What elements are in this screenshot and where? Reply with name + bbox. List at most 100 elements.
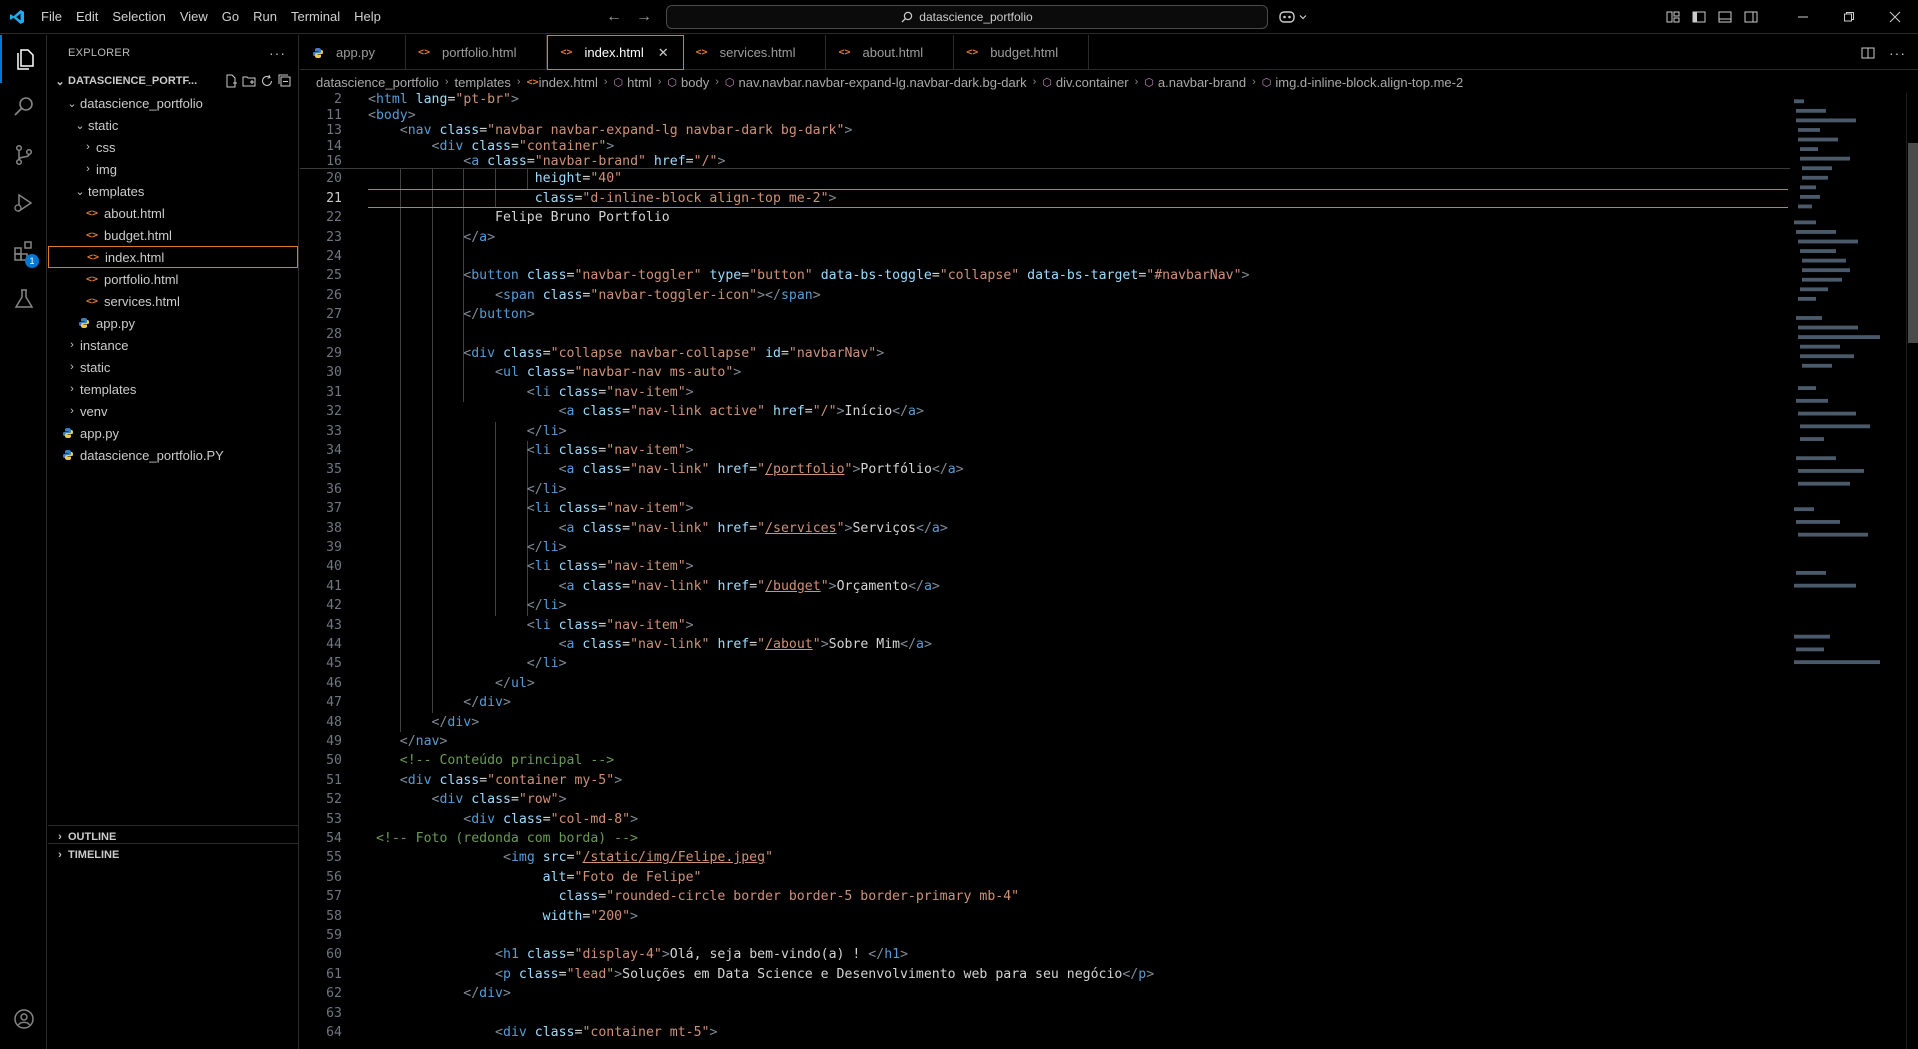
code-token: </ xyxy=(463,229,480,245)
code-token xyxy=(368,307,463,322)
menu-terminal[interactable]: Terminal xyxy=(291,8,341,24)
new-file-icon[interactable] xyxy=(224,74,238,88)
breadcrumb-item[interactable]: nav.navbar.navbar-expand-lg.navbar-dark.… xyxy=(738,74,1027,90)
new-folder-icon[interactable] xyxy=(242,74,256,88)
tab-about-html[interactable]: <>about.html xyxy=(826,35,955,70)
tab-index-html[interactable]: <>index.html✕ xyxy=(547,35,684,70)
symbol-element-icon: ⬡ xyxy=(1042,76,1052,89)
refresh-icon[interactable] xyxy=(260,74,274,88)
menu-file[interactable]: File xyxy=(41,8,62,24)
outline-section[interactable]: › OUTLINE xyxy=(48,825,299,847)
code-token: "navbar navbar-expand-lg navbar-dark bg-… xyxy=(487,123,845,138)
tree-item-label: about.html xyxy=(104,205,165,221)
more-actions-icon[interactable]: ··· xyxy=(1889,44,1906,61)
accounts-activity[interactable] xyxy=(0,995,47,1043)
code-token: alt xyxy=(542,869,567,885)
breadcrumb-item[interactable]: html xyxy=(627,74,652,90)
code-text: </li> xyxy=(368,480,567,499)
code-token: a xyxy=(947,462,956,478)
menu-view[interactable]: View xyxy=(179,8,208,24)
code-token: button xyxy=(479,307,527,323)
menu-go[interactable]: Go xyxy=(221,8,240,24)
code-token: > xyxy=(487,229,496,245)
close-window-button[interactable] xyxy=(1872,0,1918,34)
folder-item[interactable]: ›css xyxy=(48,136,298,158)
outline-label: OUTLINE xyxy=(68,830,117,843)
tab-portfolio-html[interactable]: <>portfolio.html xyxy=(406,35,548,70)
breadcrumb-item[interactable]: a.navbar-brand xyxy=(1157,74,1247,90)
menu-help[interactable]: Help xyxy=(354,8,381,24)
file-item[interactable]: <>about.html xyxy=(48,202,298,224)
collapse-all-icon[interactable] xyxy=(278,74,292,88)
toggle-sidebar-icon[interactable] xyxy=(1686,0,1712,34)
code-editor[interactable]: 19 width="40"20 height="40"21 class="d-i… xyxy=(300,93,1918,1049)
run-debug-activity[interactable] xyxy=(0,179,47,227)
extensions-badge: 1 xyxy=(25,254,39,268)
breadcrumb-item[interactable]: div.container xyxy=(1055,74,1129,90)
extensions-activity[interactable]: 1 xyxy=(0,227,47,275)
code-token: "/" xyxy=(812,404,837,420)
workspace-root[interactable]: ⌄ DATASCIENCE_PORTF... xyxy=(48,70,298,92)
breadcrumb-item[interactable]: img.d-inline-block.align-top.me-2 xyxy=(1275,74,1464,90)
folder-item[interactable]: ⌄datascience_portfolio xyxy=(48,92,298,114)
code-token: li xyxy=(542,540,559,555)
tab-app-py[interactable]: app.py xyxy=(300,35,407,70)
menu-run[interactable]: Run xyxy=(253,8,277,24)
folder-item[interactable]: ›instance xyxy=(48,334,298,356)
more-actions-icon[interactable]: ··· xyxy=(269,44,286,61)
explorer-actions xyxy=(224,74,298,88)
file-item[interactable]: app.py xyxy=(48,422,298,444)
command-center[interactable]: datascience_portfolio xyxy=(666,5,1268,29)
folder-item[interactable]: ›img xyxy=(48,158,298,180)
code-line: 34 <li class="nav-item"> xyxy=(300,441,1790,460)
folder-item[interactable]: ›static xyxy=(48,356,298,378)
back-arrow-icon[interactable]: ← xyxy=(606,8,622,25)
customize-layout-icon[interactable] xyxy=(1660,0,1686,34)
code-token: " xyxy=(574,850,583,866)
code-token: src xyxy=(542,850,567,866)
menu-edit[interactable]: Edit xyxy=(75,8,99,24)
explorer-activity[interactable] xyxy=(0,35,47,83)
restore-button[interactable] xyxy=(1826,0,1872,34)
breadcrumb-item[interactable]: index.html xyxy=(538,74,598,90)
tab-services-html[interactable]: <>services.html xyxy=(684,35,827,70)
copilot-button[interactable] xyxy=(1278,0,1308,34)
file-item[interactable]: <>index.html xyxy=(48,246,298,268)
folder-item[interactable]: ⌄static xyxy=(48,114,298,136)
breadcrumb-item[interactable]: datascience_portfolio xyxy=(316,74,439,90)
code-text: <a class="nav-link" href="/services">Ser… xyxy=(368,519,948,538)
file-item[interactable]: <>portfolio.html xyxy=(48,268,298,290)
forward-arrow-icon[interactable]: → xyxy=(636,8,652,25)
folder-item[interactable]: ›venv xyxy=(48,400,298,422)
folder-item[interactable]: ⌄templates xyxy=(48,180,298,202)
tab-budget-html[interactable]: <>budget.html xyxy=(954,35,1090,70)
split-editor-icon[interactable] xyxy=(1861,46,1875,60)
breadcrumb-item[interactable]: body xyxy=(681,74,710,90)
testing-activity[interactable] xyxy=(0,275,47,323)
file-item[interactable]: <>budget.html xyxy=(48,224,298,246)
folder-item[interactable]: ›templates xyxy=(48,378,298,400)
code-token xyxy=(519,268,527,283)
timeline-section[interactable]: › TIMELINE xyxy=(48,843,299,865)
close-icon[interactable]: ✕ xyxy=(657,44,669,60)
menu-selection[interactable]: Selection xyxy=(112,8,166,24)
activity-bar: 1 xyxy=(0,35,47,1049)
toggle-secondary-sidebar-icon[interactable] xyxy=(1738,0,1764,34)
breadcrumb-item[interactable]: templates xyxy=(454,74,511,90)
toggle-panel-icon[interactable] xyxy=(1712,0,1738,34)
code-text: </a> xyxy=(368,228,495,247)
search-activity[interactable] xyxy=(0,83,47,131)
minimap[interactable] xyxy=(1790,93,1900,1049)
vertical-scrollbar[interactable] xyxy=(1906,93,1918,1049)
file-item[interactable]: <>services.html xyxy=(48,290,298,312)
line-number: 41 xyxy=(326,578,342,594)
source-control-activity[interactable] xyxy=(0,131,47,179)
code-text: <a class="navbar-brand" href="/"> xyxy=(368,152,725,171)
manage-activity[interactable] xyxy=(0,1041,47,1049)
code-token xyxy=(368,346,463,361)
file-item[interactable]: datascience_portfolio.PY xyxy=(48,444,298,466)
file-item[interactable]: app.py xyxy=(48,312,298,334)
minimize-button[interactable] xyxy=(1780,0,1826,34)
scrollbar-thumb[interactable] xyxy=(1908,143,1918,343)
code-line: 2<html lang="pt-br"> xyxy=(300,93,1790,109)
